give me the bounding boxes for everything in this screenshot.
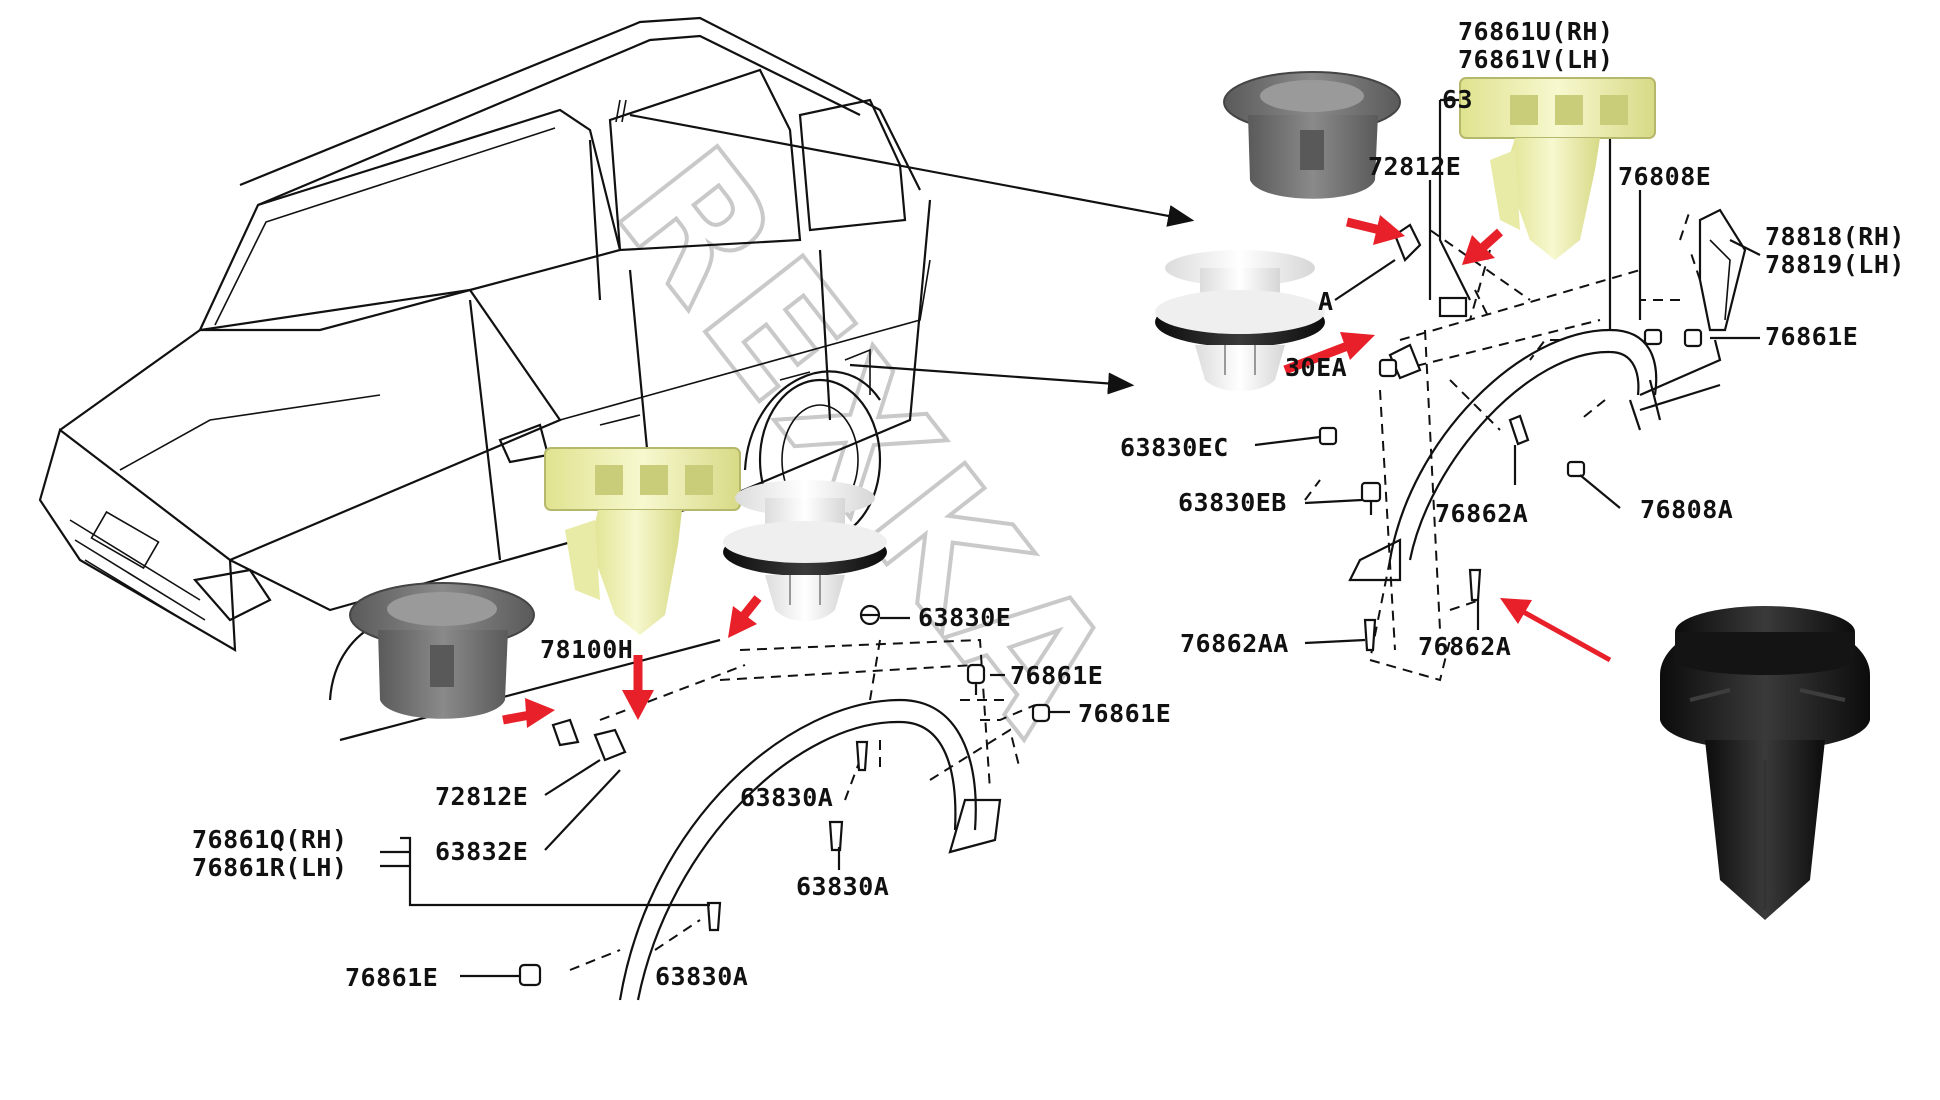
red-indicator-arrows [502,215,1612,728]
fastener-76862A-1 [1508,414,1530,446]
red-arrow-5 [502,698,555,728]
fastener-76861E-r [1683,328,1703,348]
red-arrow-6 [622,655,654,720]
clip-72812E-square [1438,296,1468,318]
label-63830A-2: 63830A [796,872,889,901]
label-76861V: 76861V(LH) [1458,45,1614,74]
white-clip-left [723,480,887,622]
fastener-76861E-a [966,663,986,695]
fastener-76861E-c [518,963,542,987]
label-78100H: 78100H [540,635,633,664]
label-78819: 78819(LH) [1765,250,1905,279]
label-A-partial: A [1318,287,1334,316]
fastener-63830EC [1318,426,1338,446]
grey-grommet-clip-top [1223,71,1401,199]
label-76808A: 76808A [1640,495,1733,524]
label-63830A-1: 63830A [740,783,833,812]
red-arrow-1 [1345,215,1405,245]
label-76861E-a: 76861E [1010,661,1103,690]
front-fender-arch-diagram [380,604,1070,1001]
red-arrow-4 [1500,598,1612,663]
label-72812E-bottom: 72812E [435,782,528,811]
fastener-63830A-1 [855,740,869,772]
clip-72812E-top [1393,223,1422,262]
fastener-63830EB [1360,481,1382,515]
yellow-clip-top [1459,77,1656,260]
red-arrow-3 [1283,332,1375,375]
label-63830A-3: 63830A [655,962,748,991]
clip-72812E-bottom [593,728,627,762]
clip-63832E [551,718,580,747]
label-63832E: 63832E [435,837,528,866]
label-72812E-top: 72812E [1368,152,1461,181]
rear-fender-arch-diagram [1254,98,1761,682]
label-76862AA: 76862AA [1180,629,1289,658]
label-76862A-2: 76862A [1418,632,1511,661]
fastener-63830E [859,604,881,626]
label-63-partial: 63 [1442,85,1473,114]
yellow-clip-left [544,447,741,635]
red-arrow-7 [728,595,762,638]
fastener-76862A-2 [1468,568,1482,602]
part-labels: 76861U(RH) 76861V(LH) 63 72812E 76808E 7… [192,17,1905,992]
label-63830EB: 63830EB [1178,488,1287,517]
fastener-63830A-3 [706,901,722,932]
fastener-76861E-b [1031,703,1051,723]
label-76808E: 76808E [1618,162,1711,191]
black-push-clip [1660,606,1870,920]
label-63830E: 63830E [918,603,1011,632]
white-clip-right [1155,250,1325,392]
label-30EA: 30EA [1285,353,1347,382]
label-76861E-c: 76861E [345,963,438,992]
label-76862A-1: 76862A [1435,499,1528,528]
fastener-63830EA [1378,358,1398,378]
fastener-76808A [1566,460,1586,478]
grey-grommet-clip-left [349,582,535,719]
label-76861E-right: 76861E [1765,322,1858,351]
label-78818: 78818(RH) [1765,222,1905,251]
label-76861U: 76861U(RH) [1458,17,1614,46]
label-76861E-b: 76861E [1078,699,1171,728]
fastener-76862AA [1363,618,1377,652]
label-76861Q: 76861Q(RH) [192,825,348,854]
fastener-63830A-2 [828,820,844,852]
label-63830EC: 63830EC [1120,433,1229,462]
fastener-76808E [1643,328,1663,346]
red-arrow-2 [1462,228,1504,265]
label-76861R: 76861R(LH) [192,853,348,882]
